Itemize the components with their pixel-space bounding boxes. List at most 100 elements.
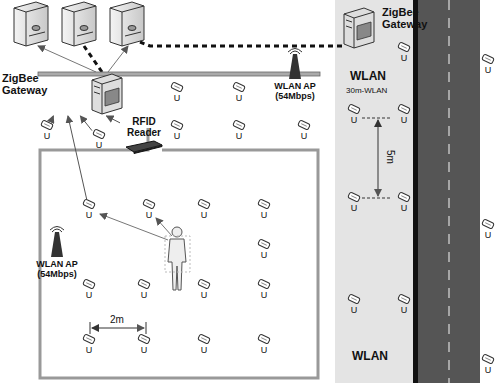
dimension-line (378, 120, 379, 196)
sensor-node: U (197, 199, 211, 220)
uplink-line (38, 46, 96, 72)
sensor-node: U (232, 82, 246, 103)
backbone-link (140, 42, 342, 46)
sensor-label: U (351, 203, 358, 213)
dimension-tick (146, 322, 147, 334)
sensor-label: U (485, 365, 492, 375)
device-label: ZigBee Gateway (2, 72, 54, 96)
room-wall (40, 128, 318, 378)
gateway-node: ZigBee Gateway (2, 72, 124, 116)
sensor-node: U (82, 199, 96, 220)
sensor-label: U (261, 210, 268, 220)
zone-label: WLAN (350, 70, 386, 83)
sensor-node: U (257, 279, 271, 300)
sensor-icon (257, 199, 271, 209)
sensor-icon (481, 219, 495, 229)
sensor-label: U (236, 131, 243, 141)
device-label: RFID Reader (120, 116, 168, 138)
sensor-label: U (261, 250, 268, 260)
sensor-node: U (232, 120, 246, 141)
sensor-icon (170, 120, 184, 130)
sensor-label: U (44, 131, 51, 141)
radio-link (52, 116, 54, 120)
sensor-node: U (257, 199, 271, 220)
gateway-node: ZigBee Gateway (342, 6, 436, 50)
sensor-label: U (401, 305, 408, 315)
sensor-node: U (257, 334, 271, 355)
sensor-label: U (141, 290, 148, 300)
dimension-label: 2m (110, 314, 124, 325)
sensor-label: U (174, 93, 181, 103)
sensor-node: U (137, 334, 151, 355)
dimension-tick (362, 198, 392, 199)
sensor-node: U (397, 104, 411, 125)
sensor-icon (82, 334, 96, 344)
sensor-label: U (485, 65, 492, 75)
sensor-icon (197, 334, 211, 344)
dimension-line (92, 328, 144, 329)
dimension-label: 5m (385, 150, 396, 164)
device-label: ZigBee Gateway (382, 6, 436, 30)
sensor-icon (297, 120, 311, 130)
sensor-node: U (197, 279, 211, 300)
corridor-wall (38, 72, 320, 76)
sensor-label: U (146, 210, 153, 220)
sensor-label: U (261, 345, 268, 355)
sensor-node: U (137, 279, 151, 300)
sensor-icon (397, 104, 411, 114)
sensor-label: U (86, 345, 93, 355)
sensor-label: U (301, 131, 308, 141)
sensor-icon (232, 120, 246, 130)
sensor-node: U (142, 199, 156, 220)
corridor-band (335, 0, 413, 383)
sensor-icon (142, 199, 156, 209)
curb-line (413, 0, 418, 383)
sensor-label: U (261, 290, 268, 300)
sensor-icon (347, 294, 361, 304)
sensor-node: U (481, 54, 495, 75)
sensor-label: U (401, 203, 408, 213)
road (418, 0, 480, 383)
sensor-label: U (201, 210, 208, 220)
zone-label: WLAN (352, 350, 388, 363)
sensor-node: U (481, 354, 495, 375)
uplink-line (108, 46, 128, 72)
sensor-label: U (351, 305, 358, 315)
sensor-icon (82, 279, 96, 289)
device-label: WLAN AP (54Mbps) (30, 259, 84, 279)
access-point-icon (47, 226, 67, 258)
server-group (14, 2, 144, 46)
sensor-icon (197, 279, 211, 289)
sensor-icon (170, 82, 184, 92)
sensor-node: U (481, 219, 495, 240)
signal-line (156, 218, 172, 236)
sensor-icon (347, 192, 361, 202)
sensor-label: U (86, 290, 93, 300)
sensor-label: U (351, 115, 358, 125)
dimension-tick (362, 118, 392, 119)
sensor-node: U (197, 334, 211, 355)
access-point-node: WLAN AP (54Mbps) (30, 226, 84, 279)
sensor-node: U (82, 279, 96, 300)
sensor-icon (137, 334, 151, 344)
dimension-tick (90, 322, 91, 334)
sensor-icon (257, 239, 271, 249)
reader-node: RFID Reader (120, 116, 168, 154)
sensor-icon (40, 120, 54, 130)
sensor-icon (397, 42, 411, 52)
sensor-icon (197, 199, 211, 209)
road-centre-line (448, 0, 449, 383)
sensor-icon (92, 129, 106, 139)
sensor-icon (257, 334, 271, 344)
radio-link (106, 116, 120, 123)
sensor-icon (481, 54, 495, 64)
access-point-node: WLAN AP (54Mbps) (268, 48, 322, 101)
radio-link (68, 116, 87, 199)
sensor-node: U (40, 120, 54, 141)
sensor-icon (257, 279, 271, 289)
sensor-label: U (401, 53, 408, 63)
sensor-node: U (170, 120, 184, 141)
sensor-label: U (201, 290, 208, 300)
sensor-icon (397, 294, 411, 304)
